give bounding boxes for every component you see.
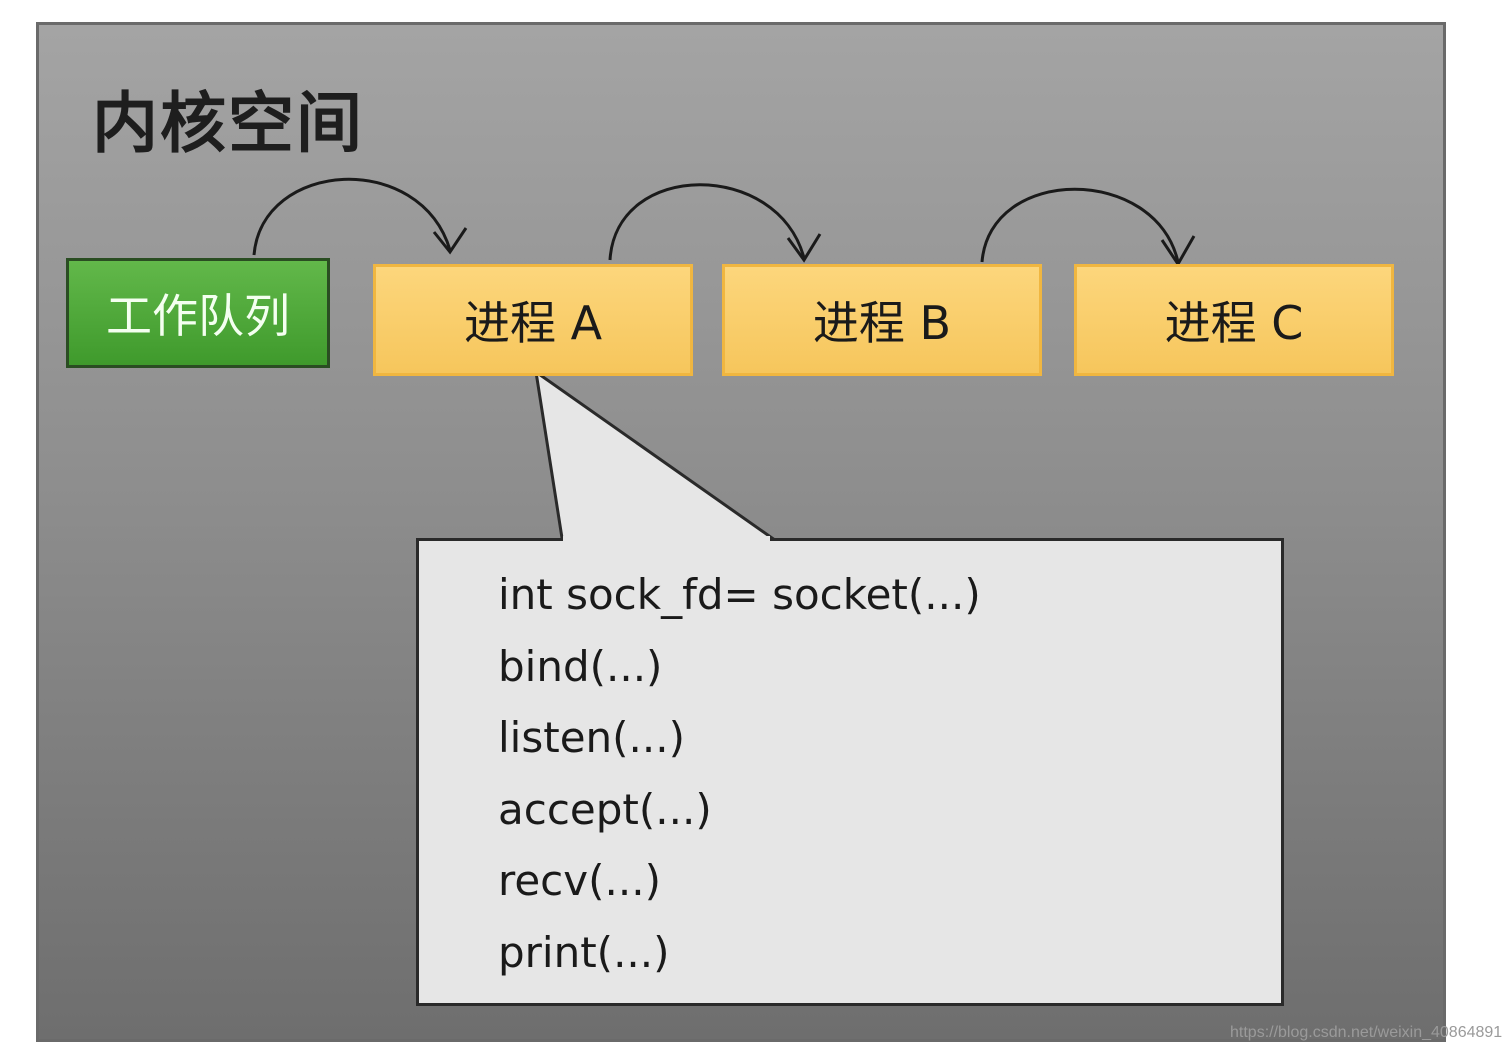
process-a-box: 进程 A: [373, 264, 693, 376]
process-b-label: 进程 B: [812, 296, 952, 350]
code-line-bind: bind(...): [498, 641, 663, 691]
process-b-box: 进程 B: [722, 264, 1042, 376]
code-line-accept: accept(...): [498, 784, 712, 834]
work-queue-label: 工作队列: [106, 289, 290, 343]
code-line-recv: recv(...): [498, 856, 661, 905]
work-queue-box: 工作队列: [66, 258, 330, 368]
code-line-listen: listen(...): [498, 713, 685, 762]
process-c-label: 进程 C: [1164, 296, 1304, 350]
code-line-print: print(...): [498, 927, 670, 977]
code-listing: int sock_fd= socket(...) bind(...) liste…: [498, 566, 981, 995]
process-a-label: 进程 A: [463, 296, 603, 350]
code-line-socket: int sock_fd= socket(...): [498, 570, 981, 619]
code-callout: [416, 538, 1284, 1006]
process-c-box: 进程 C: [1074, 264, 1394, 376]
kernel-space-title: 内核空间: [92, 85, 364, 162]
watermark-url: https://blog.csdn.net/weixin_40864891: [1230, 1024, 1503, 1041]
